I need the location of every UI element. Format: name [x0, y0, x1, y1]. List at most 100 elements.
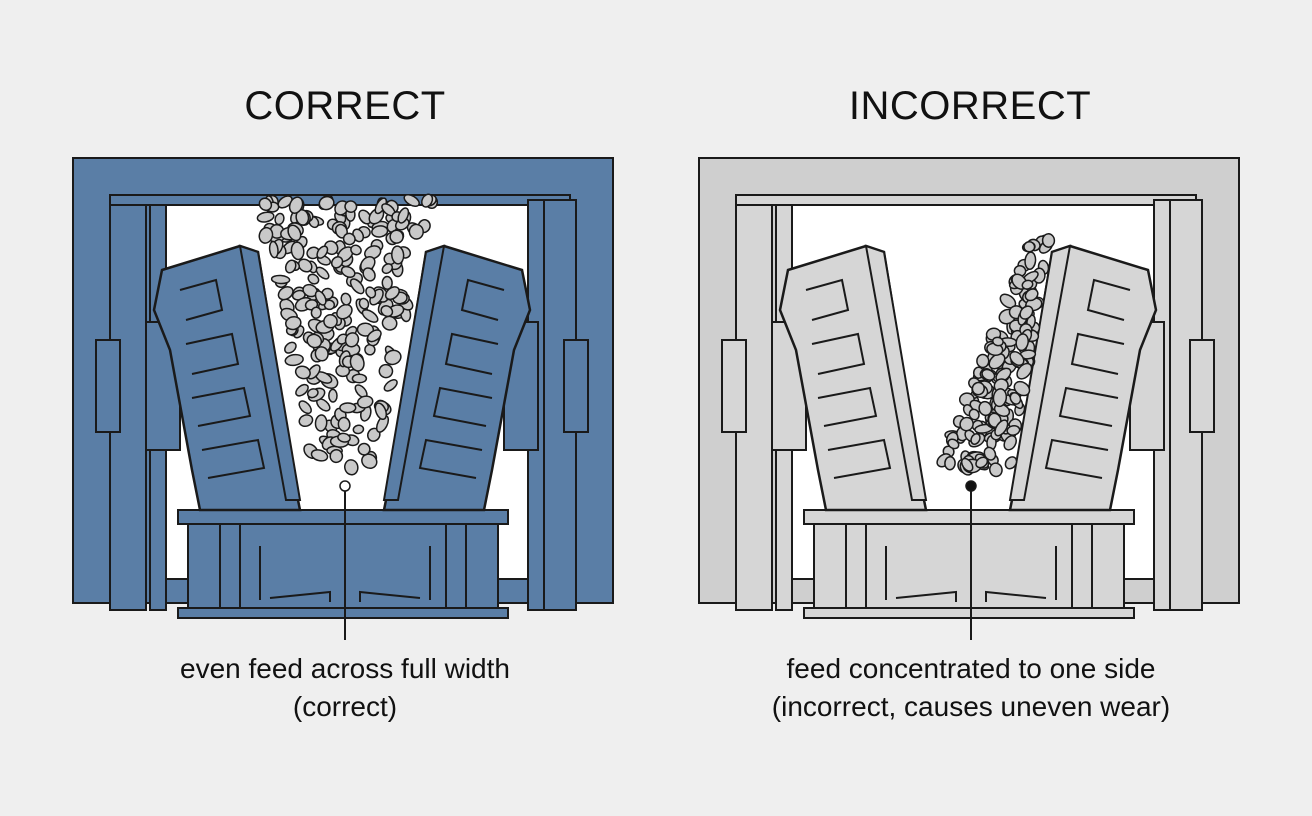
stone	[1041, 233, 1056, 248]
correct-feed-stones	[256, 193, 439, 476]
stone	[1013, 380, 1031, 397]
stone	[340, 265, 356, 278]
stone	[364, 245, 382, 260]
stone	[1006, 424, 1021, 436]
incorrect-caption: feed concentrated to one side (incorrect…	[691, 650, 1251, 726]
stone	[362, 267, 376, 282]
stone	[330, 256, 344, 269]
stone	[378, 363, 394, 379]
stone	[329, 449, 344, 464]
correct-title: CORRECT	[244, 84, 446, 128]
incorrect-feed-stones	[936, 233, 1056, 478]
stone	[360, 256, 376, 272]
stone	[403, 193, 420, 208]
stone	[284, 341, 297, 354]
stone	[258, 226, 274, 244]
stone	[295, 383, 309, 397]
stone	[284, 353, 304, 367]
correct-caption: even feed across full width (correct)	[65, 650, 625, 726]
stone	[340, 292, 352, 306]
stone	[350, 244, 362, 256]
stone	[971, 381, 985, 396]
stone	[323, 314, 338, 329]
stone	[314, 346, 329, 362]
stone	[356, 395, 374, 409]
stone	[1015, 333, 1029, 352]
stone	[290, 241, 305, 261]
stone	[389, 229, 404, 244]
stone	[298, 400, 312, 415]
stone	[306, 333, 323, 349]
stone	[258, 197, 273, 212]
stone	[1021, 279, 1034, 290]
stone	[983, 446, 997, 461]
stone	[374, 402, 388, 421]
stone	[397, 207, 410, 224]
stone	[336, 303, 353, 320]
stone	[356, 322, 375, 337]
stone	[349, 353, 365, 372]
stone	[1009, 391, 1022, 405]
stone	[316, 245, 329, 259]
incorrect-caption-line1: feed concentrated to one side	[786, 653, 1156, 684]
stone	[994, 419, 1009, 437]
stone	[342, 232, 356, 246]
stone	[358, 209, 372, 225]
stone	[381, 263, 393, 275]
stone	[277, 195, 293, 209]
stone	[337, 416, 351, 432]
stone	[268, 240, 279, 259]
stone	[944, 455, 956, 471]
stone	[270, 274, 291, 285]
stone	[421, 193, 434, 208]
incorrect-caption-line2: (incorrect, causes uneven wear)	[771, 691, 1171, 722]
stone	[337, 432, 351, 443]
stone	[361, 453, 378, 470]
stone	[277, 286, 294, 301]
incorrect-title: INCORRECT	[848, 84, 1092, 128]
incorrect-callout-dot	[965, 480, 977, 492]
stone	[351, 373, 368, 384]
stone	[294, 365, 311, 380]
stone	[970, 433, 981, 445]
stone	[381, 275, 393, 291]
stone	[992, 388, 1008, 408]
stone	[284, 259, 297, 274]
stone	[364, 343, 376, 356]
stone	[960, 457, 974, 472]
stone	[981, 368, 996, 381]
stone	[310, 306, 322, 319]
stone	[297, 258, 313, 273]
stone	[959, 416, 974, 432]
stone	[968, 408, 980, 421]
stone	[288, 196, 304, 214]
stone	[318, 195, 335, 211]
stone	[391, 245, 405, 265]
stone	[383, 379, 398, 392]
stone	[287, 224, 302, 242]
stone	[314, 290, 327, 306]
stone	[1019, 305, 1034, 320]
stone	[314, 414, 328, 432]
correct-caption-line2: (correct)	[292, 691, 398, 722]
stone	[285, 315, 302, 331]
stone	[328, 388, 338, 403]
stone	[1003, 435, 1017, 451]
stone	[384, 349, 402, 366]
stone	[384, 286, 400, 301]
stone	[1023, 241, 1036, 253]
stone	[976, 353, 990, 369]
stone	[256, 211, 275, 223]
stone	[315, 266, 330, 280]
stone	[339, 402, 357, 414]
stone	[1016, 362, 1033, 380]
stone	[298, 414, 314, 428]
correct-caption-line1: even feed across full width	[180, 653, 510, 684]
stone	[978, 400, 993, 417]
stone	[307, 273, 320, 285]
stone	[366, 329, 382, 343]
stone	[1009, 350, 1025, 367]
stone	[947, 438, 960, 450]
stone	[310, 449, 329, 462]
stone	[344, 332, 360, 348]
